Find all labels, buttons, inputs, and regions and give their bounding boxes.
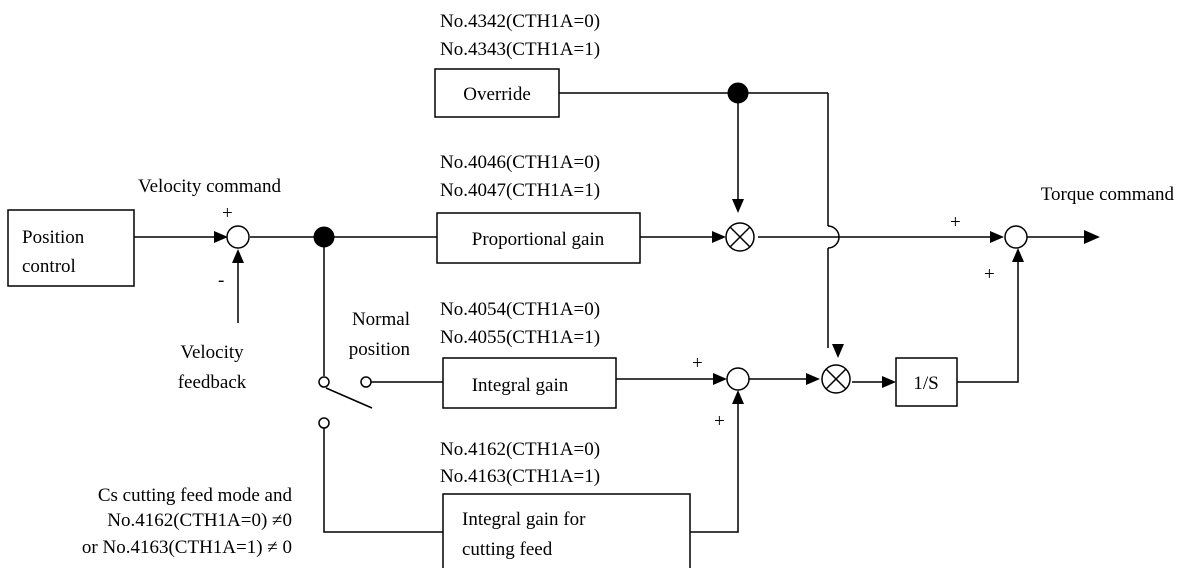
integral-gain-cutting-label-1: Integral gain for: [462, 509, 586, 530]
wire-alt-to-cutting: [323, 428, 443, 533]
integrator-label: 1/S: [913, 373, 938, 394]
condition-label-1: Cs cutting feed mode and: [98, 485, 293, 506]
multiplier-node-proportional: [725, 222, 755, 252]
multiplier-node-integral: [821, 364, 851, 394]
sign-sumout-plus-bottom: +: [984, 264, 995, 285]
proportional-gain-block: [436, 212, 641, 264]
arrow-into-integrator: [882, 376, 896, 388]
junction-dot-override: [727, 82, 749, 104]
condition-label-3: or No.4163(CTH1A=1) ≠ 0: [82, 537, 292, 558]
integral-gain-cutting-label-2: cutting feed: [462, 539, 553, 560]
sum-node-torque: [1004, 225, 1028, 249]
normal-position-label-1: Normal: [352, 309, 410, 330]
switch-alt-contact: [318, 417, 330, 429]
sign-sumout-plus-top: +: [950, 212, 961, 233]
sign-sum2-plus-left: +: [692, 353, 703, 374]
velocity-feedback-label-2: feedback: [178, 372, 247, 393]
param-integral-cutting-1: No.4162(CTH1A=0): [440, 439, 600, 460]
param-proportional-2: No.4047(CTH1A=1): [440, 180, 600, 201]
torque-command-label: Torque command: [1041, 184, 1175, 205]
position-control-label-2: control: [22, 256, 76, 277]
param-integral-2: No.4055(CTH1A=1): [440, 327, 600, 348]
arrow-into-mult2: [806, 373, 820, 385]
junction-dot-velocity: [313, 226, 335, 248]
switch-pivot: [318, 376, 330, 388]
switch-blade: [325, 387, 373, 409]
wire-cutting-to-sum2: [690, 400, 739, 533]
param-integral-1: No.4054(CTH1A=0): [440, 299, 600, 320]
arrow-torque: [1084, 230, 1100, 244]
position-control-block: [7, 209, 135, 287]
integral-gain-cutting-block: [442, 493, 691, 568]
param-override-2: No.4343(CTH1A=1): [440, 39, 600, 60]
sum-node-integral: [726, 367, 750, 391]
arrow-into-sum1: [214, 231, 228, 243]
sign-sum2-plus-bottom: +: [714, 411, 725, 432]
arrow-into-sumout: [990, 231, 1004, 243]
arrow-into-sum2: [713, 373, 727, 385]
proportional-gain-label: Proportional gain: [472, 229, 605, 250]
velocity-command-label: Velocity command: [138, 176, 281, 197]
sign-sum1-plus: +: [222, 203, 233, 224]
arrow-into-mult2-top: [832, 344, 844, 358]
velocity-feedback-label-1: Velocity: [180, 342, 244, 363]
sum-node-velocity: [226, 225, 250, 249]
arrow-feedback: [232, 249, 244, 263]
switch-normal-contact: [360, 376, 372, 388]
arrow-into-mult1-top: [732, 199, 744, 213]
normal-position-label-2: position: [349, 339, 411, 360]
condition-label-2: No.4162(CTH1A=0) ≠0: [107, 510, 292, 531]
arrow-into-sum2-bottom: [732, 390, 744, 404]
arrow-into-sumout-bottom: [1012, 248, 1024, 262]
sign-sum1-minus: -: [218, 270, 224, 291]
arrow-into-mult1: [712, 231, 726, 243]
integrator-block: [895, 357, 958, 407]
position-control-label-1: Position: [22, 227, 85, 248]
override-label: Override: [463, 84, 531, 105]
override-block: [434, 68, 560, 118]
param-override-1: No.4342(CTH1A=0): [440, 11, 600, 32]
integral-gain-block: [442, 357, 617, 409]
integral-gain-label: Integral gain: [472, 375, 569, 396]
wire-int-to-sumout: [957, 258, 1019, 383]
param-proportional-1: No.4046(CTH1A=0): [440, 152, 600, 173]
param-integral-cutting-2: No.4163(CTH1A=1): [440, 466, 600, 487]
